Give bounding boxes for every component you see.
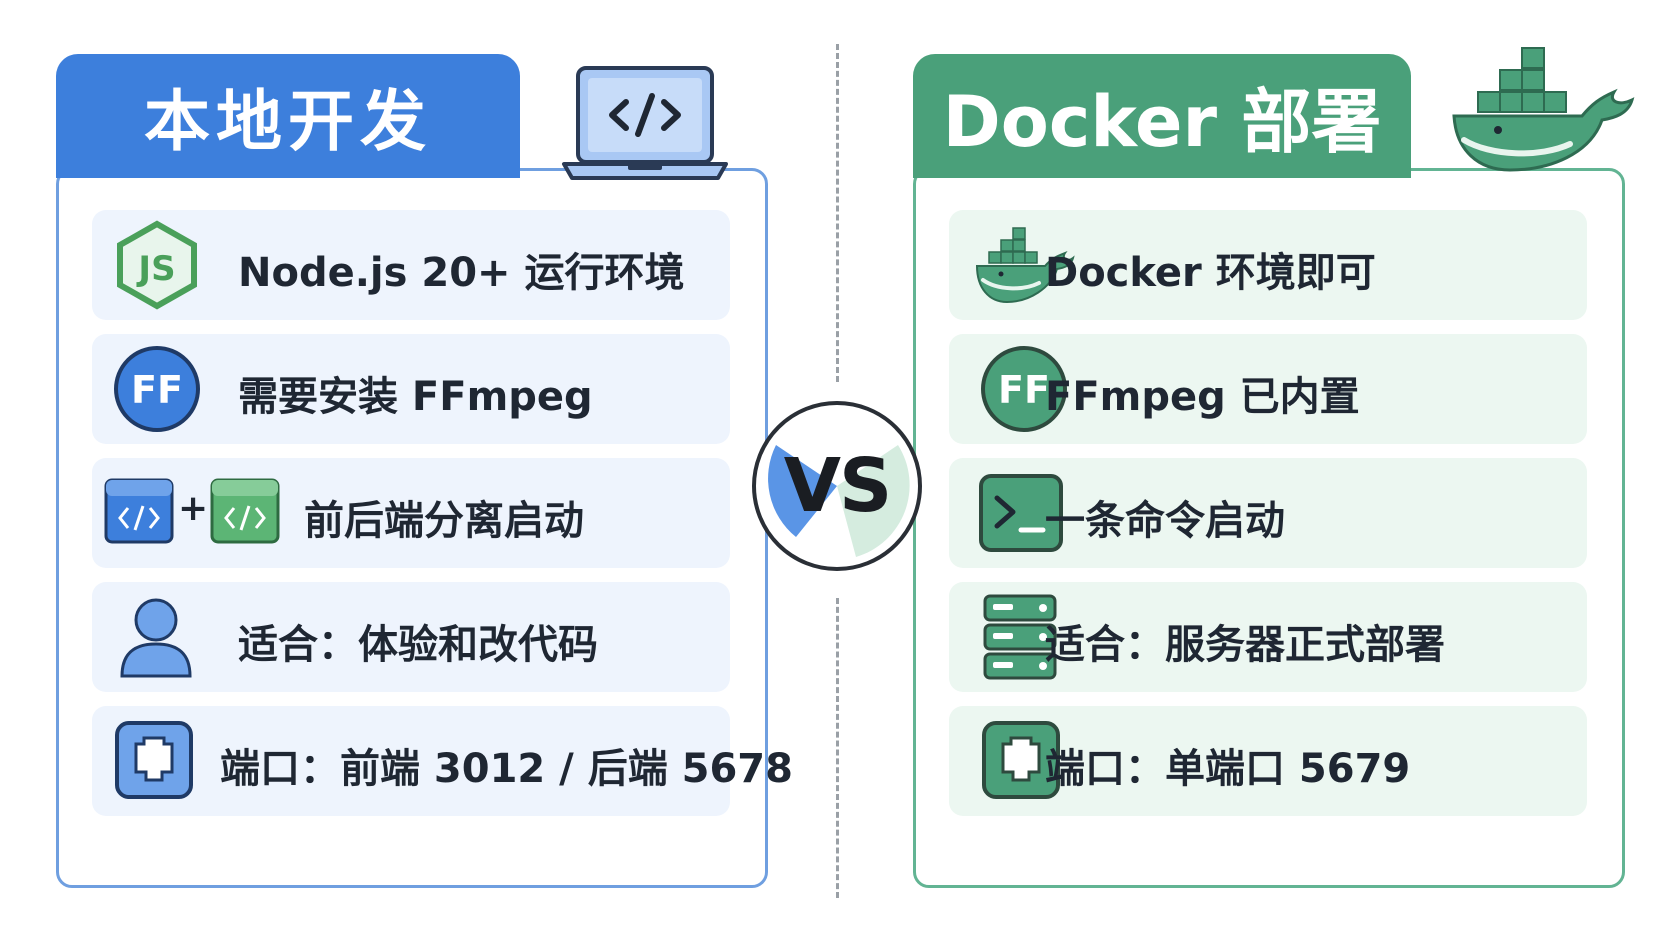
local-row-separate-start-text: 前后端分离启动	[304, 498, 584, 544]
laptop-code-icon	[562, 66, 728, 180]
terminal-icon	[979, 474, 1063, 552]
local-row-port: 端口：前端 3012 / 后端 5678	[92, 706, 793, 816]
docker-row-server: 适合：服务器正式部署	[949, 582, 1587, 692]
local-row-user: 适合：体验和改代码	[92, 582, 730, 692]
docker-row-server-text: 适合：服务器正式部署	[1045, 622, 1445, 668]
svg-text:FF: FF	[998, 368, 1050, 412]
docker-whale-logo-icon	[1452, 47, 1635, 172]
docker-row-one-command: 一条命令启动	[949, 458, 1587, 568]
frontend-code-window-icon	[104, 478, 174, 544]
local-row-user-text: 适合：体验和改代码	[238, 622, 598, 668]
docker-row-port-text: 端口：单端口 5679	[1045, 746, 1411, 792]
local-row-node-text: Node.js 20+ 运行环境	[238, 250, 685, 296]
local-row-ffmpeg-text: 需要安装 FFmpeg	[238, 374, 593, 420]
local-row-ffmpeg: FF 需要安装 FFmpeg	[92, 334, 730, 444]
vs-label: VS	[783, 443, 893, 529]
ffmpeg-icon: FF	[112, 344, 202, 434]
server-icon	[983, 594, 1057, 680]
docker-row-ffmpeg: FF FFmpeg 已内置	[949, 334, 1587, 444]
user-icon	[116, 596, 196, 680]
local-dev-title: 本地开发	[56, 54, 520, 178]
plus-sign: +	[178, 488, 209, 529]
docker-deploy-title: Docker 部署	[913, 54, 1411, 178]
nodejs-icon: JS	[112, 220, 202, 310]
vs-badge: VS	[752, 401, 922, 571]
ethernet-port-icon	[981, 720, 1061, 800]
svg-text:JS: JS	[136, 249, 175, 289]
local-row-port-text: 端口：前端 3012 / 后端 5678	[220, 746, 793, 792]
svg-text:FF: FF	[131, 368, 183, 412]
docker-row-env-text: Docker 环境即可	[1045, 250, 1376, 296]
ffmpeg-icon: FF	[979, 344, 1069, 434]
docker-row-port: 端口：单端口 5679	[949, 706, 1587, 816]
local-row-separate-start: + 前后端分离启动	[92, 458, 730, 568]
ethernet-port-icon	[114, 720, 194, 800]
backend-code-window-icon	[210, 478, 280, 544]
docker-row-one-command-text: 一条命令启动	[1045, 498, 1285, 544]
docker-whale-icon	[975, 226, 1075, 306]
docker-row-env: Docker 环境即可	[949, 210, 1587, 320]
center-divider-bottom	[836, 598, 839, 898]
docker-row-ffmpeg-text: FFmpeg 已内置	[1045, 374, 1360, 420]
center-divider-top	[836, 44, 839, 382]
local-row-node: JS Node.js 20+ 运行环境	[92, 210, 730, 320]
